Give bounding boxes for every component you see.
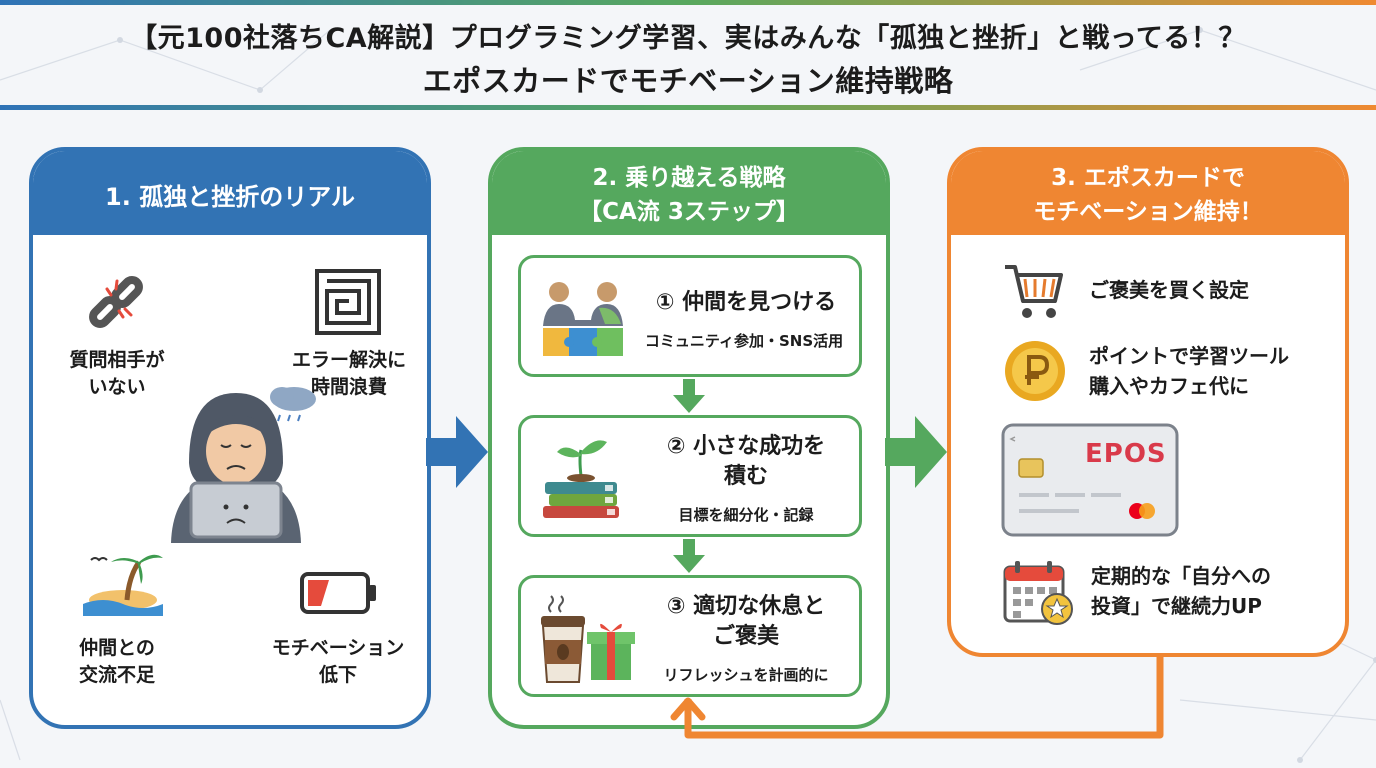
- hooded-learner-icon: [171, 387, 316, 543]
- step-rest-reward: ③ 適切な休息と ご褒美 リフレッシュを計画的に: [518, 575, 862, 697]
- step-arrow-1: [673, 379, 705, 413]
- step1-title: ① 仲間を見つける: [655, 290, 837, 315]
- step-arrow-2: [673, 539, 705, 573]
- point-coin-icon: [1005, 341, 1065, 401]
- coffee-gift-icon: [541, 595, 635, 683]
- calendar-star-icon: [1003, 561, 1073, 625]
- maze-icon: [315, 269, 381, 335]
- credit-card-icon: [1001, 423, 1179, 537]
- broken-link-icon: [89, 276, 143, 328]
- panel3-heading: 3. エポスカードで モチベーション維持！: [951, 151, 1345, 235]
- puzzle-teamwork-icon: [543, 282, 623, 356]
- island-icon: [83, 554, 163, 616]
- card-brand-logo: EPOS: [1085, 439, 1167, 469]
- shopping-cart-icon: [1005, 265, 1063, 318]
- label-error-time-waste: エラー解決に 時間浪費: [291, 349, 406, 398]
- step2-title: ② 小さな成功を 積む: [666, 434, 826, 489]
- row2-text: ポイントで学習ツール 購入やカフェ代に: [1089, 344, 1289, 398]
- label-motivation-drop: モチベーション 低下: [271, 637, 405, 686]
- low-battery-icon: [300, 572, 376, 614]
- step-small-wins: ② 小さな成功を 積む 目標を細分化・記録: [518, 415, 862, 537]
- row4-text: 定期的な「自分への 投資」で継続力UP: [1091, 564, 1271, 618]
- panel2-heading: 2. 乗り越える戦略 【CA流 3ステップ】: [492, 151, 886, 235]
- panel-loneliness-reality: 1. 孤独と挫折のリアル 質問相手が いない エラー解決に 時間浪費: [29, 147, 431, 729]
- top-accent-line: [0, 0, 1376, 5]
- loop-back-arrow: [670, 655, 1164, 739]
- panel-overcome-strategy: 2. 乗り越える戦略 【CA流 3ステップ】 ① 仲間を見つける コミュニティ参…: [488, 147, 890, 729]
- title-divider: [0, 105, 1376, 110]
- row1-text: ご褒美を買く設定: [1089, 278, 1249, 302]
- step3-subtitle: リフレッシュを計画的に: [663, 666, 829, 684]
- step-find-peers: ① 仲間を見つける コミュニティ参加・SNS活用: [518, 255, 862, 377]
- step2-subtitle: 目標を細分化・記録: [678, 506, 814, 524]
- flow-arrow-1-to-2: [426, 416, 488, 488]
- page-title-line1: 【元100社落ちCA解説】プログラミング学習、実はみんな「孤独と挫折」と戦ってる…: [130, 23, 1246, 54]
- flow-arrow-2-to-3: [885, 416, 947, 488]
- label-no-one-to-ask: 質問相手が いない: [69, 349, 165, 398]
- label-lack-of-peers: 仲間との 交流不足: [78, 637, 155, 686]
- step3-title: ③ 適切な休息と ご褒美: [666, 594, 826, 649]
- step1-subtitle: コミュニティ参加・SNS活用: [644, 332, 844, 350]
- panel-epos-motivation: 3. エポスカードで モチベーション維持！ ご褒美を買く設定 ポイントで学習ツー…: [947, 147, 1349, 657]
- panel1-heading: 1. 孤独と挫折のリアル: [33, 151, 427, 235]
- books-sprout-icon: [543, 440, 619, 518]
- page-title-line2: エポスカードでモチベーション維持戦略: [422, 64, 954, 98]
